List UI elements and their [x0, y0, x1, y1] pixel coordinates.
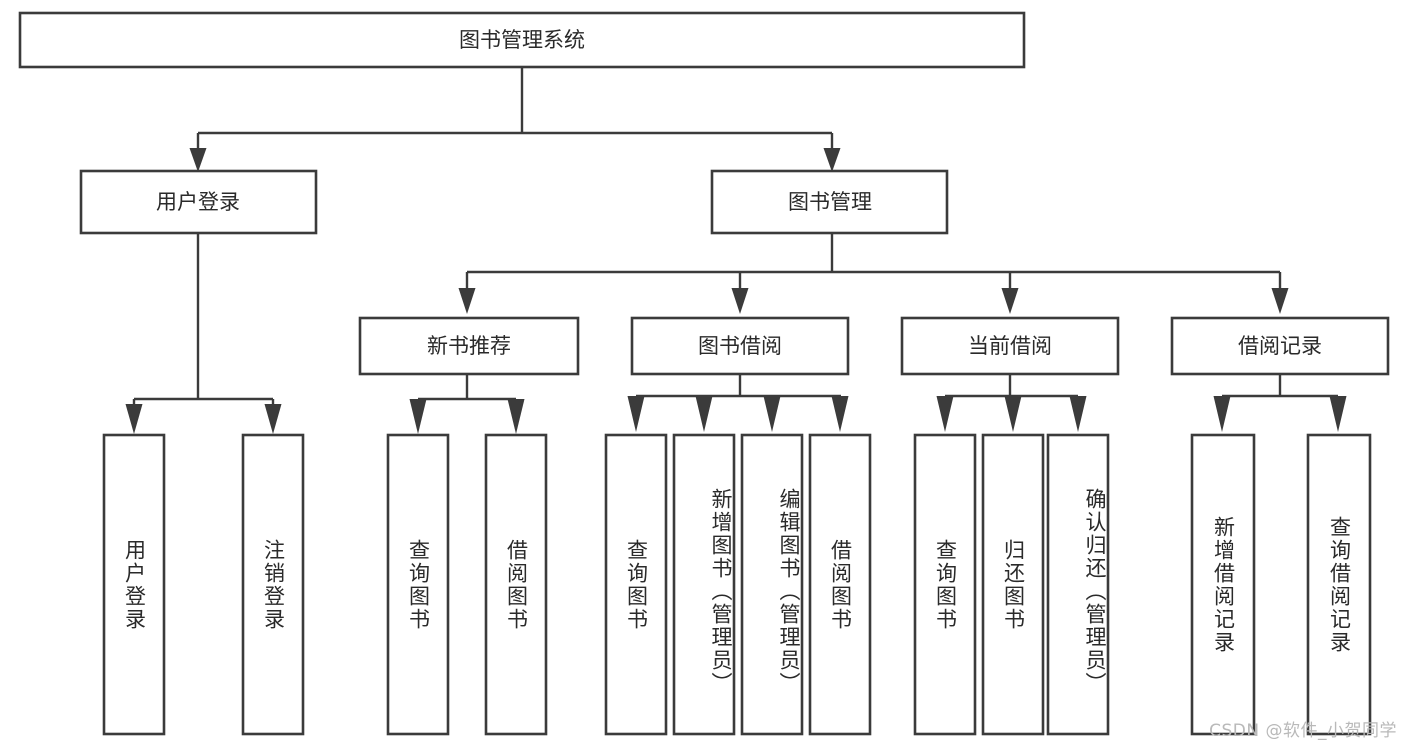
node-current-borrow[interactable]: 当前借阅 [900, 316, 1120, 376]
arrow-book-borrow-leaf2 [695, 396, 713, 432]
arrow-to-book-manage [823, 148, 841, 172]
leaf-boxes-book-borrow [604, 433, 872, 736]
arrow-new-book-leaf2 [507, 399, 525, 434]
leaf-box-user-login-1[interactable] [241, 433, 305, 736]
leaf-boxes-new-book [386, 433, 548, 736]
leaf-box-user-login-0[interactable] [102, 433, 166, 736]
arrow-book-borrow-leaf4 [831, 396, 849, 432]
arrow-borrow-record-leaf1 [1213, 396, 1231, 432]
node-book-borrow[interactable]: 图书借阅 [630, 316, 850, 376]
arrow-borrow-record-leaf2 [1329, 396, 1347, 432]
leaf-box-new-book-1[interactable] [484, 433, 548, 736]
node-book-manage[interactable]: 图书管理 [710, 169, 949, 235]
connectors-borrow-record-to-leaves [1213, 374, 1347, 432]
node-user-login[interactable]: 用户登录 [79, 169, 318, 235]
leaf-box-book-borrow-0[interactable] [604, 433, 668, 736]
arrow-new-book-leaf1 [409, 399, 427, 434]
connectors-user-login-to-leaves [125, 233, 282, 434]
connectors-book-manage-to-level3 [458, 233, 1289, 314]
leaf-boxes-user-login [102, 433, 305, 736]
node-new-book-recommend-label: 新书推荐 [427, 334, 511, 358]
arrow-book-borrow-leaf3 [763, 396, 781, 432]
node-book-manage-label: 图书管理 [788, 190, 872, 214]
leaf-box-borrow-record-0[interactable] [1190, 433, 1256, 736]
arrow-user-login-leaf1 [125, 404, 143, 434]
node-book-borrow-box[interactable] [630, 316, 850, 376]
node-new-book-recommend[interactable]: 新书推荐 [358, 316, 580, 376]
leaf-box-current-borrow-0[interactable] [913, 433, 977, 736]
node-borrow-record-label: 借阅记录 [1238, 334, 1322, 358]
arrow-current-borrow-leaf1 [936, 396, 954, 432]
leaf-box-current-borrow-2[interactable] [1046, 433, 1110, 736]
leaf-box-new-book-0[interactable] [386, 433, 450, 736]
node-book-manage-box[interactable] [710, 169, 949, 235]
arrow-user-login-leaf2 [264, 404, 282, 434]
connectors-new-book-to-leaves [409, 374, 525, 434]
leaf-box-current-borrow-1[interactable] [981, 433, 1045, 736]
node-root-label: 图书管理系统 [459, 28, 585, 52]
node-book-borrow-label: 图书借阅 [698, 334, 782, 358]
node-user-login-label: 用户登录 [156, 190, 240, 214]
connectors-root-to-level2 [189, 67, 841, 172]
leaf-boxes-current-borrow [913, 433, 1110, 736]
node-new-book-recommend-box[interactable] [358, 316, 580, 376]
arrow-to-book-borrow [731, 288, 749, 314]
arrow-to-user-login [189, 148, 207, 172]
node-root-box[interactable] [18, 11, 1026, 69]
arrow-book-borrow-leaf1 [627, 396, 645, 432]
leaf-boxes-borrow-record [1190, 433, 1372, 736]
node-current-borrow-box[interactable] [900, 316, 1120, 376]
csdn-watermark: CSDN @软件_小贺同学 [1209, 721, 1397, 741]
arrow-to-borrow-record [1271, 288, 1289, 314]
arrow-to-new-book [458, 288, 476, 314]
connectors-book-borrow-to-leaves [627, 374, 849, 432]
node-user-login-box[interactable] [79, 169, 318, 235]
connectors-current-borrow-to-leaves [936, 374, 1087, 432]
leaf-box-borrow-record-1[interactable] [1306, 433, 1372, 736]
leaf-box-book-borrow-2[interactable] [740, 433, 804, 736]
node-borrow-record-box[interactable] [1170, 316, 1390, 376]
arrow-current-borrow-leaf2 [1004, 396, 1022, 432]
leaf-box-book-borrow-3[interactable] [808, 433, 872, 736]
node-current-borrow-label: 当前借阅 [968, 334, 1052, 358]
node-root[interactable]: 图书管理系统 [18, 11, 1026, 69]
arrow-to-current-borrow [1001, 288, 1019, 314]
leaf-box-book-borrow-1[interactable] [672, 433, 736, 736]
node-borrow-record[interactable]: 借阅记录 [1170, 316, 1390, 376]
arrow-current-borrow-leaf3 [1069, 396, 1087, 432]
